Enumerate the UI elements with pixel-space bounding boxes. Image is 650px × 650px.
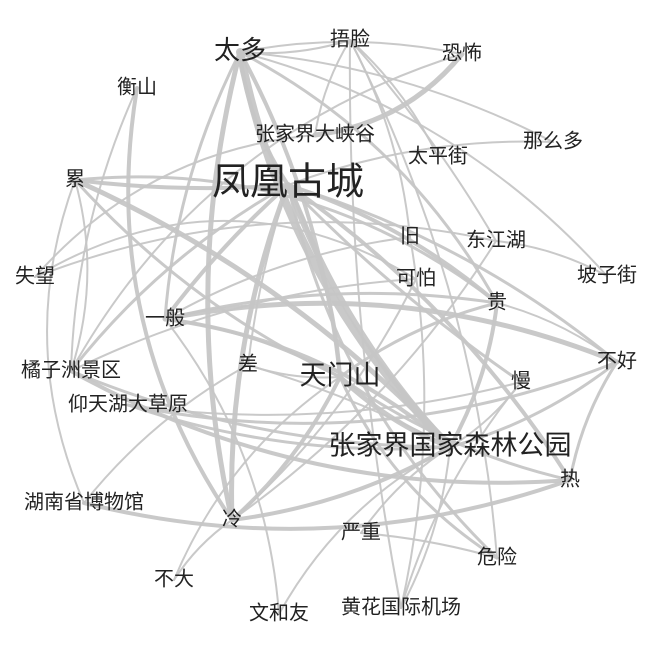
edge-fh-leng	[229, 182, 291, 523]
edge-tms-re	[338, 375, 572, 482]
node-label-hengshan: 衡山	[117, 75, 157, 99]
edge-shiwang-kepa	[34, 219, 417, 280]
edge-lei-gui	[73, 175, 499, 305]
edge-yth-buhao	[126, 360, 619, 425]
node-label-kepa: 可怕	[396, 266, 436, 290]
edge-fh-jzz	[69, 183, 290, 373]
edge-fh-buhao	[286, 183, 619, 364]
edge-whf-yiban	[164, 318, 280, 615]
node-label-leng: 冷	[222, 507, 242, 531]
edge-leng-buda	[173, 519, 233, 581]
node-label-lei: 累	[65, 167, 85, 191]
edge-slgy-yanzhong	[360, 446, 451, 534]
node-label-jiu: 旧	[400, 224, 420, 248]
edge-buda-tms	[173, 376, 341, 581]
edge-re-buhao	[568, 360, 619, 482]
node-label-taiduo: 太多	[214, 36, 266, 66]
edge-slgy-buhao	[448, 360, 619, 449]
node-label-gui: 贵	[487, 290, 507, 314]
edge-weixian-yanzhong	[360, 532, 498, 559]
edge-cha-tms	[247, 364, 341, 379]
edge-fh-yiban	[163, 183, 290, 321]
node-label-weixian: 危险	[477, 545, 517, 569]
edge-kongbu-dxg	[312, 51, 465, 138]
edge-wulian-jc	[348, 39, 402, 609]
edge-layer	[34, 39, 620, 615]
edge-jzz-re	[69, 369, 572, 485]
edge-hengshan-leng	[126, 86, 234, 522]
node-label-tms: 天门山	[300, 361, 381, 392]
edge-jc-man	[400, 381, 522, 609]
edge-gui-buhao	[496, 302, 618, 363]
edge-jzz-kepa	[70, 278, 417, 372]
edge-shiwang-djh	[34, 221, 497, 278]
edge-fh-nmd	[287, 140, 554, 186]
edge-wulian-jiu	[349, 39, 411, 238]
node-label-fh: 凤凰古城	[212, 160, 364, 204]
edge-bwg-cha	[83, 364, 249, 504]
node-label-man: 慢	[511, 369, 531, 393]
edge-taiduo-nmd	[239, 51, 554, 143]
edge-yth-man	[127, 381, 522, 416]
node-label-djh: 东江湖	[466, 228, 526, 252]
node-label-yanzhong: 严重	[341, 520, 381, 544]
edge-jc-jiu	[400, 236, 426, 609]
edge-yiban-gui	[163, 291, 499, 321]
node-label-tpj: 太平街	[408, 144, 468, 168]
edge-taiduo-yiban	[163, 50, 242, 321]
edge-taiduo-pzj	[239, 51, 608, 277]
node-label-pzj: 坡子街	[577, 263, 637, 287]
node-label-yth: 仰天湖大草原	[68, 392, 188, 416]
edge-leng-djh	[231, 240, 497, 521]
node-label-kongbu: 恐怖	[442, 41, 482, 65]
edge-lei-jzz	[70, 179, 89, 372]
edge-fh-cha	[247, 184, 289, 366]
edge-lei-slgy	[72, 177, 453, 450]
node-label-jzz: 橘子洲景区	[21, 358, 121, 382]
node-label-wulian: 捂脸	[330, 27, 370, 51]
edge-wulian-djh	[349, 39, 497, 242]
edge-pzj-djh	[495, 240, 608, 277]
node-label-jc: 黄花国际机场	[341, 595, 461, 619]
node-label-slgy: 张家界国家森林公园	[329, 431, 572, 462]
edge-tms-gui	[338, 301, 499, 379]
edge-hengshan-jzz	[70, 87, 138, 372]
edge-shiwang-dxg	[34, 134, 316, 278]
node-label-whf: 文和友	[249, 601, 309, 625]
node-label-bwg: 湖南省博物馆	[24, 490, 144, 514]
node-label-yiban: 一般	[145, 306, 185, 330]
edge-slgy-yiban	[163, 317, 452, 449]
edge-yiban-buhao	[162, 300, 620, 365]
edge-kongbu-jzz	[70, 53, 463, 372]
edge-slgy-gui	[448, 301, 499, 449]
edge-slgy-jc	[400, 446, 451, 609]
edge-lei-bwg	[46, 179, 85, 504]
edge-yiban-jiu	[164, 236, 411, 320]
edge-re-bwg	[82, 478, 572, 531]
node-label-dxg: 张家界大峡谷	[255, 122, 375, 146]
edge-wulian-tpj	[349, 39, 439, 158]
edge-leng-kepa	[231, 278, 417, 521]
edge-fh-tms	[286, 183, 342, 379]
edge-tms-leng	[230, 375, 342, 522]
edge-wulian-dxg	[314, 39, 351, 136]
edge-fh-man	[286, 183, 523, 384]
node-label-re: 热	[560, 467, 580, 491]
edge-taiduo-leng	[205, 49, 243, 523]
node-label-cha: 差	[238, 352, 258, 376]
edge-taiduo-gui	[238, 50, 499, 305]
node-label-buhao: 不好	[597, 349, 637, 373]
edge-slgy-jzz	[69, 369, 452, 449]
node-label-buda: 不大	[154, 567, 194, 591]
edge-taiduo-wulian	[239, 39, 351, 55]
node-label-nmd: 那么多	[523, 129, 583, 153]
node-label-shiwang: 失望	[15, 264, 55, 288]
